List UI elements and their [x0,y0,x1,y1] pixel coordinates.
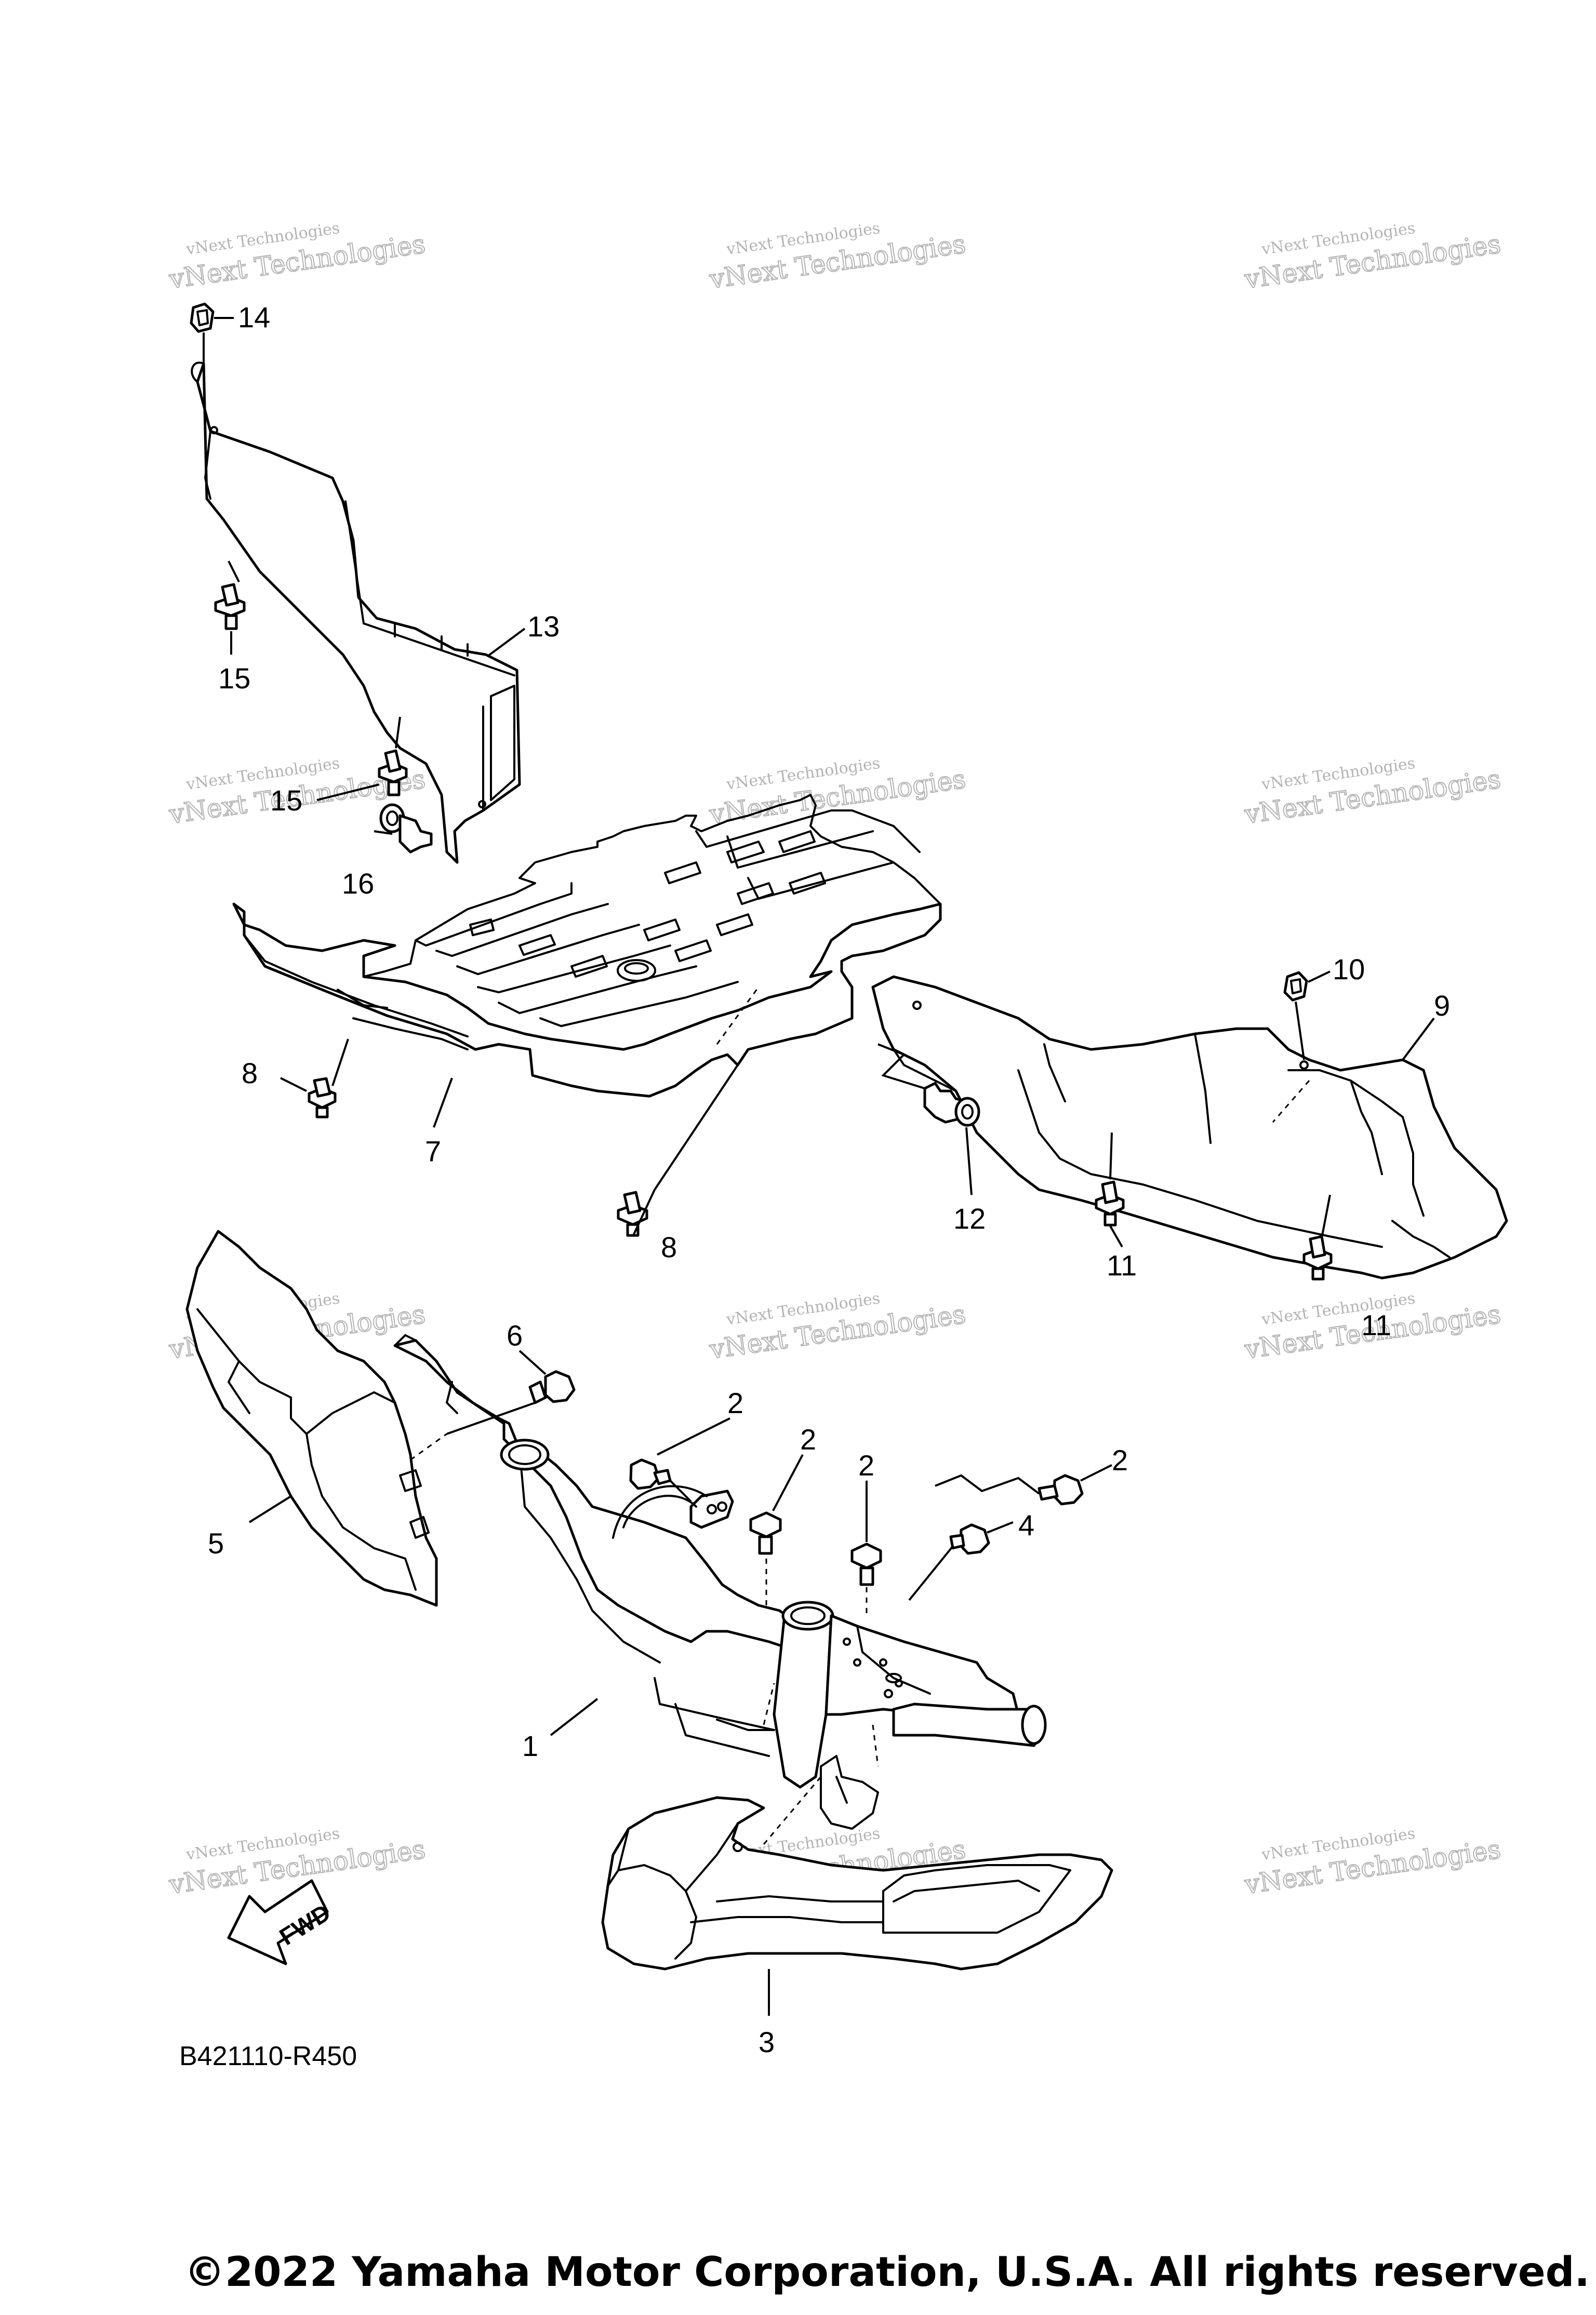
part-2-bolt-b[interactable] [749,1454,804,1605]
callout-16[interactable]: 16 [342,867,374,900]
part-7-skid-plate[interactable] [232,794,942,1128]
part-15-bolt-lower[interactable] [316,716,408,801]
callout-13[interactable]: 13 [527,610,560,643]
callout-12[interactable]: 12 [953,1202,986,1235]
callout-15[interactable]: 15 [270,784,302,817]
watermark: vNext Technologies vNext Technologies [166,1825,428,1900]
callouts: 1 2 2 2 2 3 4 5 6 7 8 8 9 10 11 11 12 13… [208,301,1450,2058]
part-3-lower-guard[interactable] [601,1796,1113,2016]
watermark: vNext Technologies vNext Technologies [1242,1825,1503,1900]
callout-11[interactable]: 11 [1107,1249,1137,1282]
part-14-clip-nut[interactable] [190,302,234,333]
callout-11[interactable]: 11 [1361,1309,1391,1341]
callout-14[interactable]: 14 [238,301,270,334]
callout-3[interactable]: 3 [759,2026,775,2058]
callout-10[interactable]: 10 [1333,953,1365,986]
watermark: vNext Technologies vNext Technologies [1242,754,1503,830]
callout-15[interactable]: 15 [218,662,250,695]
drawing-code: B421110-R450 [179,2041,357,2071]
callout-2[interactable]: 2 [800,1423,816,1456]
part-2-bolt-c[interactable] [850,1481,882,1616]
callout-7[interactable]: 7 [425,1135,441,1167]
part-13-side-guard[interactable] [191,362,526,864]
part-15-bolt-upper[interactable] [214,561,246,655]
part-10-clip-nut[interactable] [1283,970,1331,1060]
callout-1[interactable]: 1 [522,1729,538,1762]
watermark: vNext Technologies vNext Technologies [166,219,428,295]
part-11-bolt-right[interactable] [1302,1194,1333,1281]
callout-5[interactable]: 5 [208,1527,224,1560]
part-16-push-rivet[interactable] [374,803,433,854]
copyright-notice: ©2022 Yamaha Motor Corporation, U.S.A. A… [184,2249,1590,2296]
watermark: vNext Technologies vNext Technologies [707,1289,968,1365]
watermark: vNext Technologies vNext Technologies [707,219,968,295]
part-12-push-rivet[interactable] [877,1043,980,1195]
part-8-bolt-left[interactable] [280,1077,337,1119]
part-9-side-guard[interactable] [871,975,1508,1280]
part-2-bolt-a[interactable] [629,1417,730,1502]
part-11-bolt-left[interactable] [1095,1132,1125,1247]
callout-4[interactable]: 4 [1018,1509,1034,1541]
part-2-bolt-d[interactable] [935,1464,1112,1506]
callout-8[interactable]: 8 [242,1057,258,1089]
fwd-arrow-icon: FWD [227,1879,335,1965]
watermark: vNext Technologies vNext Technologies [1242,219,1503,295]
callout-2[interactable]: 2 [1112,1444,1128,1476]
part-6-bolt[interactable] [518,1350,576,1404]
callout-2[interactable]: 2 [858,1449,874,1482]
part-5-front-guard[interactable] [185,1230,447,1607]
part-4-bolt[interactable] [908,1521,1014,1601]
callout-6[interactable]: 6 [507,1319,523,1352]
part-8-bolt-right[interactable] [617,1189,656,1237]
part-1-front-frame[interactable] [393,1334,1047,1830]
callout-8[interactable]: 8 [661,1231,677,1263]
callout-2[interactable]: 2 [727,1387,743,1419]
callout-9[interactable]: 9 [1434,989,1450,1022]
